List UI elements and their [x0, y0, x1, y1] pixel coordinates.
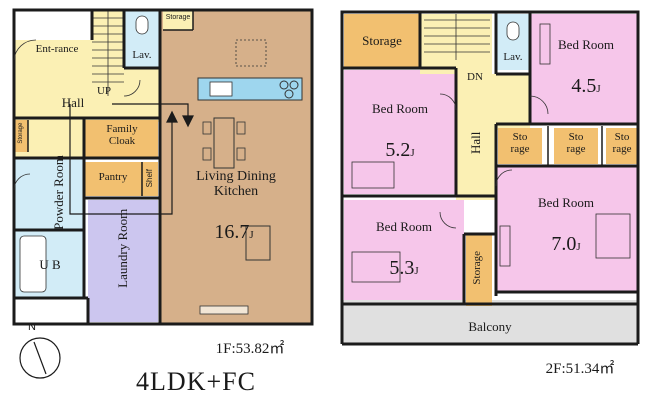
bed-furniture: [351, 251, 401, 283]
shelf-label: Shelf: [144, 169, 154, 188]
floor1-area: 1F:53.82㎡: [215, 341, 285, 357]
toilet-2f: [506, 21, 520, 41]
sink: [209, 81, 233, 97]
entrance-floor: [14, 10, 92, 40]
storage-top-label: Storage: [362, 33, 402, 48]
lav-label-1f: Lav.: [132, 49, 152, 61]
stove-burner: [279, 80, 289, 90]
balcony-label: Balcony: [468, 319, 512, 334]
bed1-name: Bed Room: [558, 37, 614, 52]
bathtub: [19, 235, 47, 293]
tv-board: [199, 305, 249, 315]
stairs-1f: [92, 10, 124, 96]
compass: [19, 337, 61, 379]
bed3-size-value: 5.3: [389, 257, 415, 279]
ldk-name: Living Dining Kitchen: [196, 169, 276, 199]
chair: [202, 121, 212, 135]
compass-ring: [19, 337, 61, 379]
floor1-plan: [12, 8, 314, 326]
storage1-label: Sto rage: [510, 131, 530, 155]
storage-vertical-fill: [466, 234, 492, 306]
hall-label-1f: Hall: [61, 95, 85, 110]
bed1-size-value: 4.5: [571, 75, 597, 97]
bed4-size-unit: J: [576, 241, 581, 253]
hall2-fill: [456, 74, 530, 130]
bed1-fill: [530, 14, 638, 124]
pantry-fill: [84, 162, 142, 196]
bed3-size: 5.3J: [376, 258, 432, 279]
bed-furniture: [499, 225, 511, 267]
family-cloak-label: Family Cloak: [106, 123, 138, 147]
walls-1f: [12, 8, 314, 326]
bed2-fill: [344, 70, 456, 194]
ldk-size-value: 16.7: [214, 221, 250, 243]
bed4-size-value: 7.0: [551, 233, 577, 255]
storage2-fill: [554, 128, 598, 164]
bed1-size: 4.5J: [560, 76, 612, 97]
bed4-name: Bed Room: [538, 195, 594, 210]
balcony-fill: [342, 300, 638, 344]
chair: [202, 147, 212, 161]
walls-2f: [340, 10, 640, 346]
plan-type-title: 4LDK+FC: [136, 367, 256, 396]
dining-table: [213, 117, 235, 169]
storage-small-fill: [163, 10, 193, 30]
stove-burner: [289, 80, 299, 90]
pantry-label: Pantry: [98, 171, 128, 183]
bed4-size: 7.0J: [538, 234, 594, 255]
bed3-fill: [344, 200, 464, 300]
shelf-fill: [142, 162, 158, 196]
bed3-name: Bed Room: [376, 219, 432, 234]
storage2-label: Sto rage: [566, 131, 586, 155]
ldk-fill: [160, 10, 312, 324]
stairs-2f: [424, 14, 490, 60]
powder-room-label: Powder Room: [51, 155, 67, 230]
storage3-label: Sto rage: [612, 131, 632, 155]
stove-burner: [284, 89, 294, 99]
storage1-fill: [498, 128, 542, 164]
bed2-size-value: 5.2: [385, 139, 411, 161]
ldk-size: 16.7J: [206, 222, 262, 243]
doors-1f: [13, 39, 141, 191]
doors-2f: [439, 93, 549, 229]
chair: [236, 147, 246, 161]
storage-side-label: Storage: [17, 122, 24, 144]
floor2-plan: [340, 10, 640, 346]
storage-vertical-label: Storage: [471, 250, 484, 285]
ldk-size-unit: J: [249, 229, 254, 241]
floor2-area: 2F:51.34㎡: [545, 361, 615, 377]
cloak-fill: [84, 120, 158, 158]
walls-2f-thin: [547, 126, 603, 166]
ub-label: U B: [39, 257, 61, 272]
bed2-size-unit: J: [410, 147, 415, 159]
bed2-size: 5.2J: [372, 140, 428, 161]
powder-fill: [14, 158, 84, 230]
storage-top-fill: [344, 14, 420, 68]
up-label: UP: [96, 85, 112, 97]
toilet-1f: [135, 15, 149, 35]
bed3-size-unit: J: [414, 265, 419, 277]
hall-label-2f: Hall: [468, 131, 484, 155]
bed-furniture: [595, 213, 631, 259]
storage-small-label: Storage: [165, 14, 191, 21]
entrance-label: Ent-rance: [35, 43, 79, 55]
storage-side-fill: [14, 120, 28, 152]
bed1-size-unit: J: [596, 83, 601, 95]
laundry-room-label: Laundry Room: [115, 208, 131, 288]
bed-furniture: [539, 23, 551, 65]
laundry-fill: [88, 200, 158, 322]
compass-north-label: N: [28, 321, 36, 333]
sofa: [245, 225, 271, 261]
storage3-fill: [606, 128, 638, 164]
bed4-fill: [496, 166, 638, 292]
bed-furniture: [351, 161, 395, 189]
dn-label: DN: [467, 71, 483, 83]
walls-1f-thin: [27, 10, 194, 196]
lav-label-2f: Lav.: [503, 51, 523, 63]
bed2-name: Bed Room: [372, 101, 428, 116]
chair: [236, 121, 246, 135]
